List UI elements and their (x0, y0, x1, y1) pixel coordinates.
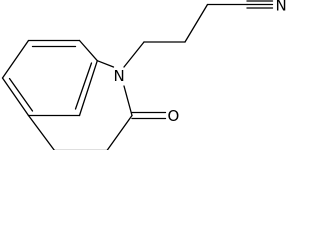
nitrile-triple-bond (246, 0, 274, 9)
benzene-ring (1, 39, 98, 117)
bond-c8a-c8 (78, 39, 98, 62)
bond-c6-c5 (1, 77, 30, 117)
bond-c7-c6 (1, 39, 30, 79)
ring-nitrogen-label: N (114, 67, 125, 85)
chemical-structure: N O N (1, 0, 287, 150)
bond-ch2b-ch2c (184, 3, 209, 43)
bond-n1-ch2a (123, 41, 145, 68)
lactam-ring (27, 60, 133, 150)
nitrile-nitrogen-label: N (276, 0, 287, 15)
bond-c6-c5-inner (8, 77, 34, 112)
bond-n1-c2 (123, 85, 133, 117)
bond-c4a-c8a (78, 60, 98, 117)
bond-c8a-n1 (96, 60, 115, 68)
bond-c2-c3 (106, 114, 133, 150)
butanenitrile-chain (123, 3, 248, 68)
bond-c4-c4a (27, 114, 55, 150)
bond-c4a-c8a-inner (74, 62, 93, 110)
carbonyl-oxygen-label: O (168, 107, 180, 125)
carbonyl-group (131, 111, 167, 120)
